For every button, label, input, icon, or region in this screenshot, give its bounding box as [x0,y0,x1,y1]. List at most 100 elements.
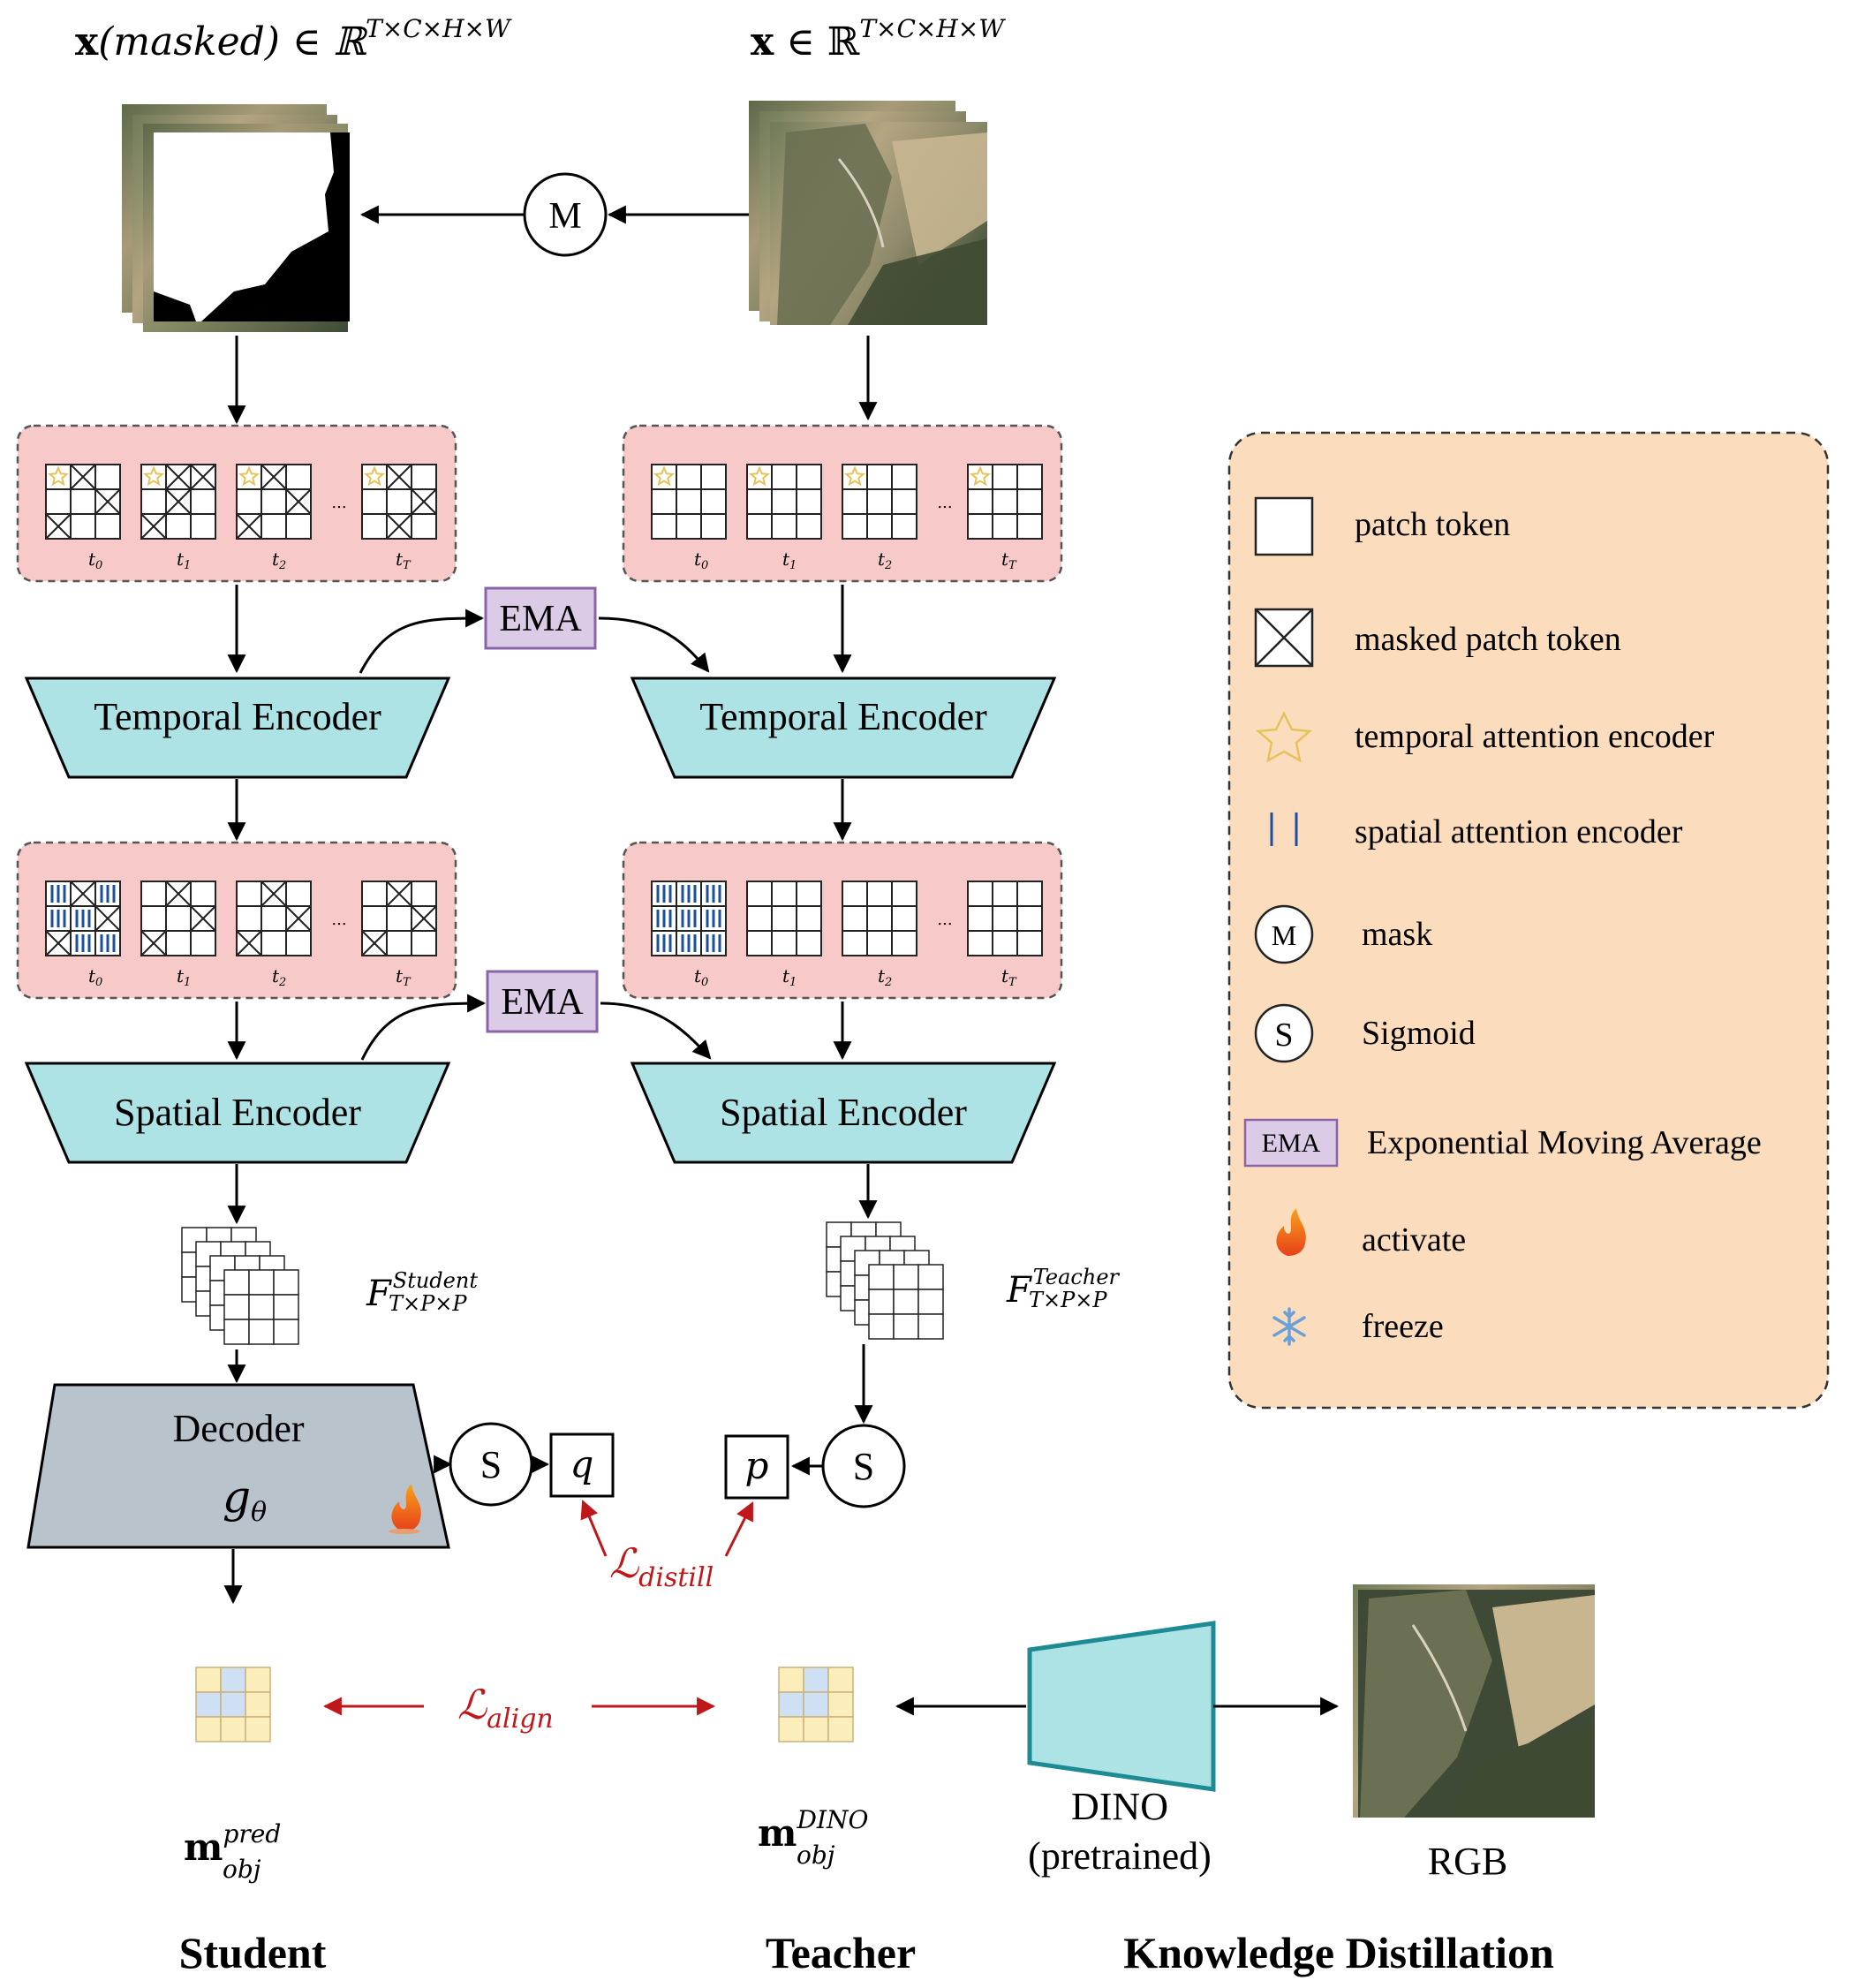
patch-token [676,488,702,515]
legend-label-masked-patch-token: masked patch token [1355,621,1621,658]
patch-token [676,513,702,540]
token-grid [842,464,917,540]
patch-token [700,488,727,515]
spatial-bars-icon [1270,813,1298,846]
legend-label-spatial-attention: spatial attention encoder [1355,813,1683,850]
svg-text:t2: t2 [878,548,892,572]
svg-text:tT: tT [1001,965,1017,989]
legend-label-freeze: freeze [1362,1308,1444,1345]
token-grid [651,881,727,956]
p-box [724,1434,789,1500]
mask-operator-label: M [548,196,581,237]
ema-box-icon [1243,1118,1339,1168]
patch-token [771,905,797,932]
teacher-temporal-encoder-label: Temporal Encoder [699,695,987,738]
patch-token [1016,905,1043,932]
patch-token [236,488,262,515]
patch-token [261,488,287,515]
mask-circle-icon [1254,904,1314,964]
ellipsis: ... [331,494,346,512]
patch-token [992,513,1018,540]
patch-token [796,905,822,932]
object-mask-grid [195,1667,271,1742]
patch-token [1016,513,1043,540]
patch-token [1016,464,1043,490]
patch-token-icon [1254,496,1314,556]
legend-label-patch-token: patch token [1355,506,1510,543]
patch-token [967,513,993,540]
patch-token [361,881,388,907]
patch-token [746,513,773,540]
patch-token [700,513,727,540]
legend-sigmoid-symbol: S [1274,1017,1293,1054]
patch-token [796,513,822,540]
patch-token [361,513,388,540]
sigmoid-circle-icon [1254,1003,1314,1063]
svg-text:tT: tT [396,965,412,989]
patch-token [676,464,702,490]
svg-text:t0: t0 [694,548,708,572]
patch-token [1016,930,1043,956]
legend-ema-symbol: EMA [1262,1129,1321,1158]
patch-token [992,881,1018,907]
patch-token [285,881,312,907]
feature-stack [826,1221,944,1340]
ema-box-2 [486,970,599,1033]
patch-token [165,905,192,932]
patch-token [891,464,917,490]
student-section-title: Student [179,1928,327,1977]
token-grid [746,881,822,956]
star-icon [653,465,676,487]
svg-text:tT: tT [396,548,412,572]
full-input-label: x ∈ ℝT×C×H×W [751,14,1006,64]
teacher-sigmoid-label: S [853,1445,874,1488]
satellite-image-stack [749,101,987,325]
patch-token [70,513,96,540]
student-sigmoid-label: S [480,1443,502,1486]
patch-token [140,881,167,907]
teacher-temporal-encoder [630,677,1057,779]
patch-token [866,464,893,490]
patch-token [992,905,1018,932]
patch-token [866,513,893,540]
patch-token [842,881,868,907]
patch-token [386,488,412,515]
fire-icon [389,1484,421,1534]
patch-token [866,488,893,515]
patch-token [45,488,72,515]
patch-token [361,488,388,515]
patch-token [891,513,917,540]
ema-label-1: EMA [499,599,582,639]
token-grid [140,464,216,540]
patch-token [190,488,216,515]
token-grid [236,464,312,540]
star-icon [1255,711,1313,763]
token-grid [361,881,437,956]
patch-token [771,513,797,540]
patch-token [771,464,797,490]
ema-box-1 [484,586,597,650]
svg-text:t2: t2 [272,965,286,989]
patch-token [285,930,312,956]
patch-token [842,488,868,515]
patch-token [236,881,262,907]
masked-input-label: x(masked) ∈ ℝT×C×H×W [75,14,512,64]
svg-text:t1: t1 [782,965,797,989]
patch-token [411,513,437,540]
patch-token [796,464,822,490]
patch-token [771,881,797,907]
patch-token [190,930,216,956]
svg-text:t2: t2 [272,548,286,572]
patch-token [651,488,677,515]
masked-image-stack [122,104,350,332]
patch-token [190,513,216,540]
star-icon [748,465,771,487]
patch-token [386,905,412,932]
token-grid [967,881,1043,956]
patch-token [992,464,1018,490]
snowflake-icon [1272,1307,1306,1346]
time-labels-row1-teacher: t0 t1 t2 tT [694,548,1017,572]
svg-text:t1: t1 [177,965,191,989]
